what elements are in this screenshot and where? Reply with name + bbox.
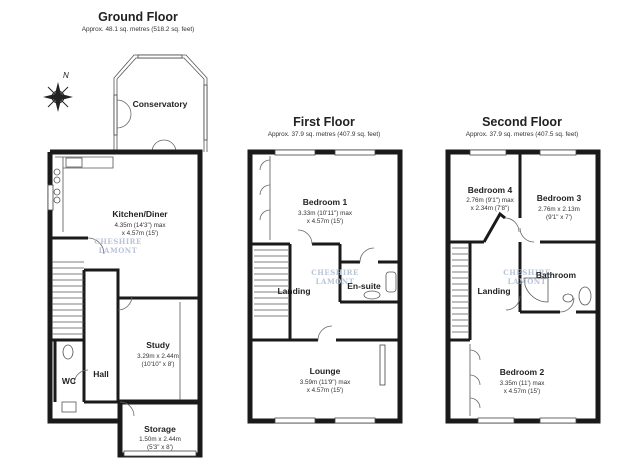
ground-floor: Ground Floor Approx. 48.1 sq. metres (51… bbox=[43, 10, 208, 458]
svg-text:CHESHIRE: CHESHIRE bbox=[94, 237, 142, 246]
label-landing-first: Landing bbox=[277, 286, 310, 296]
label-storage: Storage bbox=[144, 424, 176, 434]
svg-text:LAMONT: LAMONT bbox=[99, 246, 138, 255]
label-en-suite: En-suite bbox=[347, 281, 381, 291]
label-wc: WC bbox=[62, 376, 76, 386]
svg-text:2.76m x 2.13m: 2.76m x 2.13m bbox=[538, 206, 580, 213]
watermark-second: CHESHIRE LAMONT bbox=[503, 268, 551, 286]
first-floor: First Floor Approx. 37.9 sq. metres (407… bbox=[247, 115, 403, 424]
svg-text:3.35m (11') max: 3.35m (11') max bbox=[500, 380, 546, 387]
svg-text:CHESHIRE: CHESHIRE bbox=[311, 268, 359, 277]
label-bathroom: Bathroom bbox=[536, 270, 577, 280]
svg-text:x 4.57m (15'): x 4.57m (15') bbox=[504, 388, 541, 395]
label-study: Study bbox=[146, 340, 170, 350]
svg-text:(10'10" x 8'): (10'10" x 8') bbox=[142, 361, 175, 368]
svg-text:x 4.57m (15'): x 4.57m (15') bbox=[307, 218, 344, 225]
label-bedroom-2: Bedroom 2 bbox=[500, 367, 545, 377]
svg-text:(5'3" x 8'): (5'3" x 8') bbox=[147, 444, 173, 451]
watermark-ground: CHESHIRE LAMONT bbox=[94, 237, 142, 255]
label-landing-second: Landing bbox=[477, 286, 510, 296]
svg-text:2.76m (9'1") max: 2.76m (9'1") max bbox=[466, 197, 514, 204]
label-kitchen-diner: Kitchen/Diner bbox=[112, 209, 168, 219]
svg-text:x 2.34m (7'8"): x 2.34m (7'8") bbox=[471, 205, 510, 212]
ground-floor-title: Ground Floor bbox=[98, 10, 178, 24]
svg-text:LAMONT: LAMONT bbox=[316, 277, 355, 286]
svg-text:x 4.57m (15'): x 4.57m (15') bbox=[122, 230, 159, 237]
first-floor-area: Approx. 37.9 sq. metres (407.9 sq. feet) bbox=[268, 131, 381, 138]
label-conservatory: Conservatory bbox=[133, 99, 188, 109]
ground-floor-area: Approx. 48.1 sq. metres (518.2 sq. feet) bbox=[82, 26, 195, 33]
svg-text:3.59m (11'9") max: 3.59m (11'9") max bbox=[300, 379, 351, 386]
second-floor: Second Floor Approx. 37.9 sq. metres (40… bbox=[445, 115, 601, 424]
svg-text:x 4.57m (15'): x 4.57m (15') bbox=[307, 387, 344, 394]
svg-text:(9'1" x 7'): (9'1" x 7') bbox=[546, 214, 572, 221]
label-hall: Hall bbox=[93, 369, 109, 379]
svg-text:1.50m x 2.44m: 1.50m x 2.44m bbox=[139, 436, 181, 443]
second-floor-title: Second Floor bbox=[482, 115, 562, 129]
label-bedroom-4: Bedroom 4 bbox=[468, 185, 513, 195]
svg-text:CHESHIRE: CHESHIRE bbox=[503, 268, 551, 277]
svg-text:3.33m (10'11") max: 3.33m (10'11") max bbox=[298, 210, 353, 217]
label-bedroom-1: Bedroom 1 bbox=[303, 197, 348, 207]
second-floor-area: Approx. 37.9 sq. metres (407.5 sq. feet) bbox=[466, 131, 579, 138]
svg-text:3.29m x 2.44m: 3.29m x 2.44m bbox=[137, 353, 179, 360]
label-lounge: Lounge bbox=[310, 366, 341, 376]
ground-stairs bbox=[52, 261, 84, 335]
compass-north-label: N bbox=[63, 71, 69, 80]
watermark-first: CHESHIRE LAMONT bbox=[311, 268, 359, 286]
compass-icon: N bbox=[43, 71, 73, 112]
label-bedroom-3: Bedroom 3 bbox=[537, 193, 582, 203]
svg-text:LAMONT: LAMONT bbox=[508, 277, 547, 286]
svg-text:4.35m (14'3") max: 4.35m (14'3") max bbox=[114, 222, 166, 229]
first-floor-title: First Floor bbox=[293, 115, 355, 129]
